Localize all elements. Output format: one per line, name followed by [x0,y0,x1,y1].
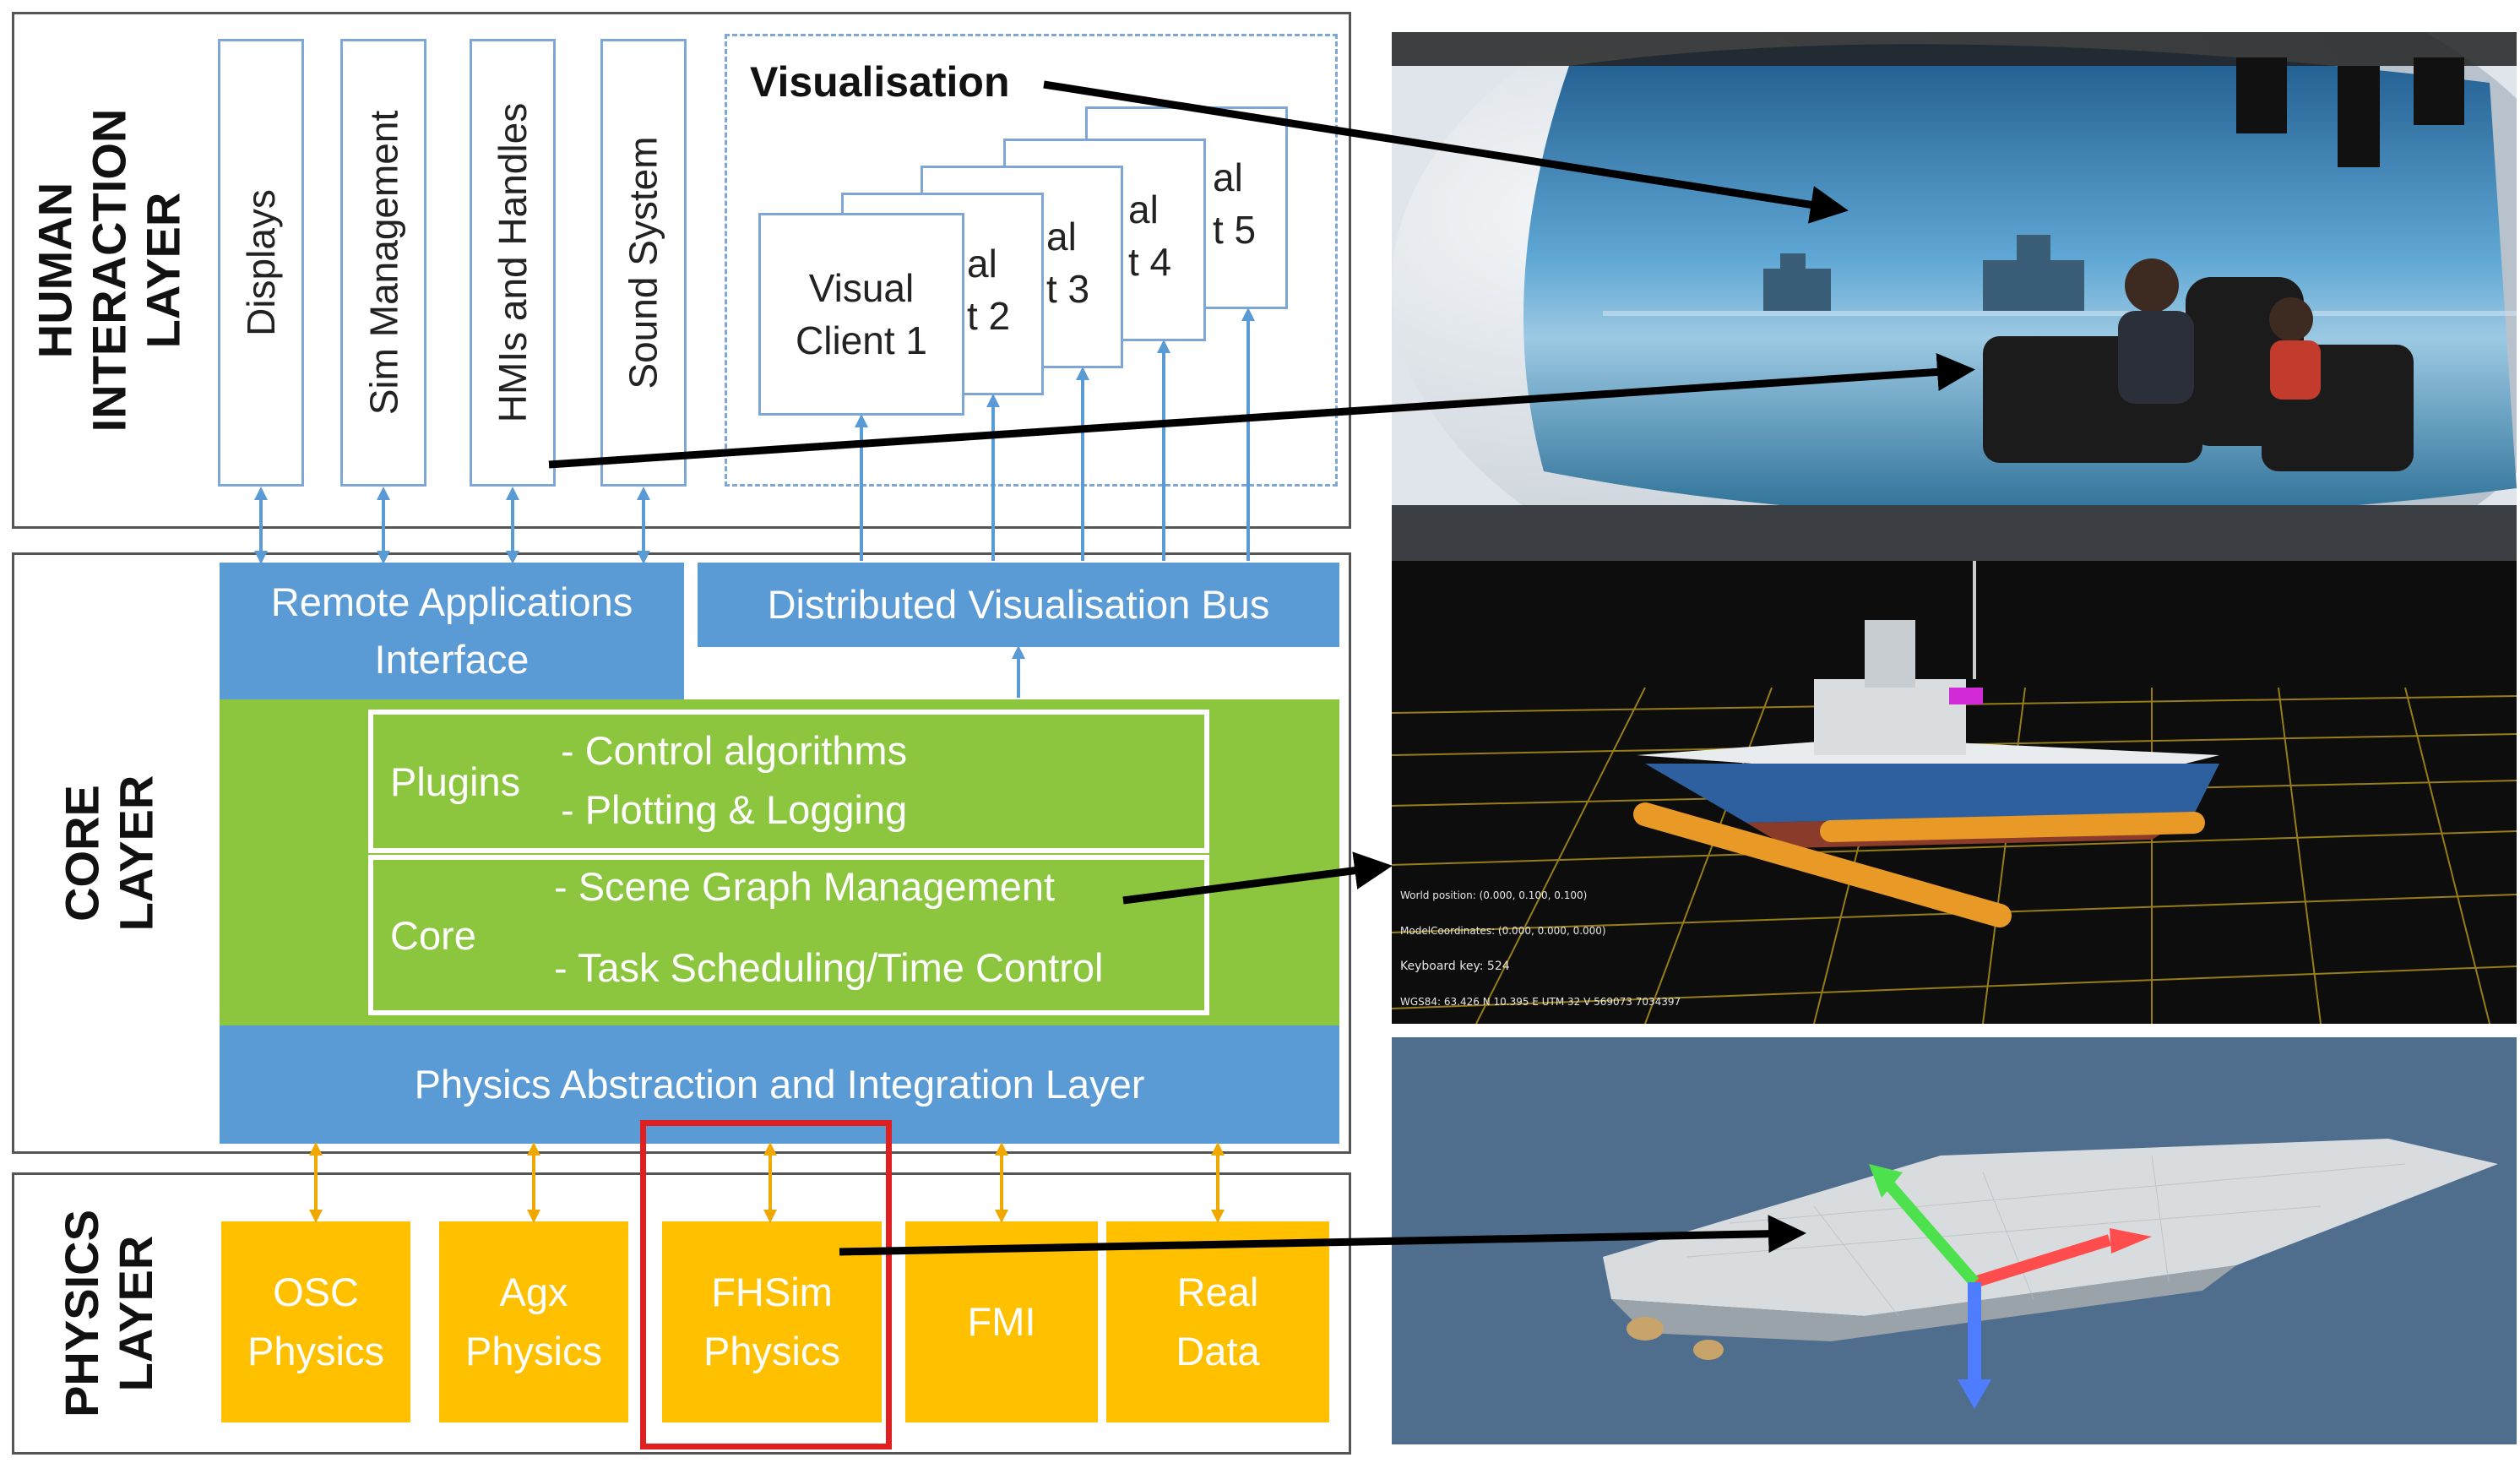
core-green-block [220,699,1339,1025]
client-2-label: al t 2 [967,242,1011,338]
simulator-scene-image [1392,32,2517,561]
osc-physics-box: OSC Physics [221,1221,410,1422]
real-data-box: Real Data [1106,1221,1329,1422]
visual-client-1: Visual Client 1 [758,213,964,416]
hmis-handles-box: HMIs and Handles [470,39,556,487]
sim-management-box: Sim Management [340,39,426,487]
visualisation-group [725,34,1338,487]
task-scheduling-item: - Task Scheduling/Time Control [554,945,1104,990]
overlay-line-2: ModelCoordinates: (0.000, 0.000, 0.000) [1400,925,1606,937]
fhsim-highlight-frame [640,1120,892,1449]
vessel-3d-image: World position: (0.000, 0.100, 0.100) Mo… [1392,561,2517,1024]
plugins-label: Plugins [390,759,521,804]
displays-box: Displays [218,39,304,487]
callout-arrows [548,80,1975,1256]
scene-graph-item: - Scene Graph Management [554,864,1056,909]
human-to-core-connectors [254,487,650,564]
core-label: Core [390,913,476,958]
client-3-label: al t 3 [1046,215,1090,311]
vessel-3d-screenshot: World position: (0.000, 0.100, 0.100) Mo… [1392,561,2517,1024]
sound-system-box: Sound System [600,39,687,487]
bus-to-clients-connectors [855,307,1255,698]
overlay-line-3: Keyboard key: 524 [1400,960,1510,973]
physics-connectors [309,1142,1225,1223]
remote-applications-interface: Remote Applications Interface [220,563,684,699]
plugins-box: Plugins - Control algorithms - Plotting … [368,710,1209,853]
fmi-box: FMI [905,1221,1098,1422]
visualisation-title: Visualisation [750,58,1010,106]
overlay-line-1: World position: (0.000, 0.100, 0.100) [1400,889,1587,901]
core-box: Core - Scene Graph Management - Task Sch… [368,855,1209,1015]
plugins-items: - Control algorithms - Plotting & Loggin… [561,728,908,832]
overlay-line-4: WGS84: 63.426 N 10.395 E UTM 32 V 569073… [1400,996,1681,1008]
client-1-label: Visual Client 1 [796,266,927,362]
simulator-photo [1392,32,2517,561]
client-5-label: al t 5 [1213,155,1257,252]
agx-physics-box: Agx Physics [439,1221,628,1422]
distributed-visualisation-bus: Distributed Visualisation Bus [698,563,1339,647]
client-4-label: al t 4 [1128,188,1172,284]
